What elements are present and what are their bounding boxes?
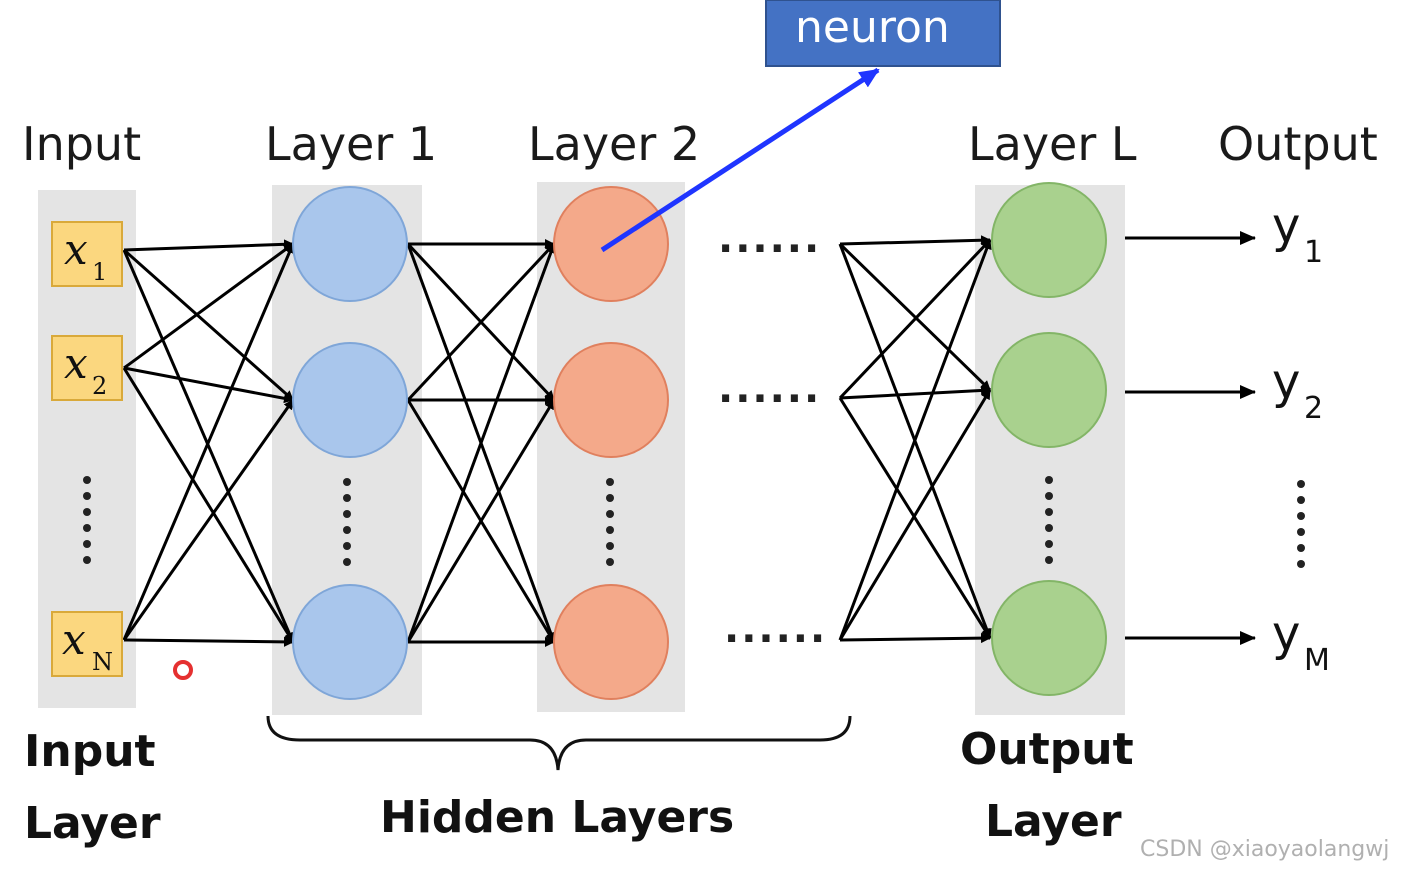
edge-input-layer1 (123, 636, 294, 647)
hidden-layers-brace (266, 715, 852, 771)
input-label-sub: N (92, 648, 113, 676)
edge-input-layer1 (122, 399, 295, 641)
layer2-vertical-ellipsis (606, 478, 614, 566)
edge-input-layer1 (122, 249, 295, 643)
layerL-vertical-ellipsis (1045, 476, 1053, 564)
edge-layer1-layer2 (406, 243, 556, 643)
input-label-base: x (64, 225, 88, 274)
edge-hidden-layerL (839, 633, 991, 644)
input-label-sub: 1 (92, 258, 107, 286)
output-label-1-sub: 1 (1304, 235, 1323, 270)
input-label-base: x (64, 339, 88, 388)
edge-hidden-layerL (838, 397, 992, 639)
header-layer2: Layer 2 (528, 117, 700, 171)
input-layer-label-line1: Input (24, 726, 156, 777)
edge-layer1-layer2 (406, 242, 556, 402)
layer1-neuron-3 (292, 584, 408, 700)
header-layer1: Layer 1 (265, 117, 437, 171)
edge-hidden-layerL (838, 389, 992, 641)
edge-hidden-layerL (839, 235, 991, 246)
edge-hidden-layerL (838, 238, 992, 400)
layer2-neuron-2 (553, 342, 669, 458)
ellipsis-row-1: ...... (718, 216, 821, 262)
neuron-callout-arrow (600, 67, 880, 253)
layer1-neuron-1 (292, 186, 408, 302)
ellipsis-row-3: ...... (724, 606, 827, 652)
output-label-m-sub: M (1304, 643, 1330, 678)
header-output: Output (1218, 117, 1378, 171)
output-label-2-base: y (1272, 354, 1300, 410)
input-node-2: x 2 (51, 335, 123, 401)
edge-layer1-layer2 (406, 399, 556, 643)
ellipsis-row-2: ...... (718, 366, 821, 412)
layer2-neuron-3 (553, 584, 669, 700)
neuron-callout-box (765, 0, 1001, 67)
layerL-neuron-3 (991, 580, 1107, 696)
layer1-vertical-ellipsis (343, 478, 351, 566)
output-label-m-base: y (1272, 606, 1300, 662)
edge-input-layer1 (122, 367, 295, 643)
watermark: CSDN @xiaoyaolangwj (1140, 837, 1389, 862)
input-vertical-ellipsis (83, 476, 91, 564)
cursor-marker (173, 660, 193, 680)
output-layer-label-line2: Layer (985, 796, 1122, 847)
layerL-neuron-2 (991, 332, 1107, 448)
neuron-callout-label: neuron (795, 2, 950, 53)
edge-hidden-layerL (838, 239, 992, 641)
edge-input-layer1 (123, 239, 294, 252)
input-node-1: x 1 (51, 221, 123, 287)
hidden-layers-label: Hidden Layers (380, 792, 734, 843)
edge-input-layer1 (123, 366, 294, 404)
edge-input-layer1 (123, 242, 294, 370)
output-label-1-base: y (1272, 198, 1300, 254)
header-layerL: Layer L (968, 117, 1137, 171)
edge-hidden-layerL (839, 385, 991, 400)
input-label-base: x (62, 615, 86, 664)
connection-edges (122, 235, 992, 647)
output-vertical-ellipsis (1297, 480, 1305, 568)
input-layer-label-line2: Layer (24, 798, 161, 849)
output-label-2-sub: 2 (1304, 391, 1323, 426)
layerL-neuron-1 (991, 182, 1107, 298)
edge-input-layer1 (123, 248, 294, 402)
input-node-n: x N (51, 611, 123, 677)
layer1-neuron-2 (292, 342, 408, 458)
header-input: Input (22, 117, 141, 171)
edge-input-layer1 (122, 243, 295, 641)
output-layer-label-line1: Output (960, 724, 1134, 775)
input-label-sub: 2 (92, 372, 107, 400)
